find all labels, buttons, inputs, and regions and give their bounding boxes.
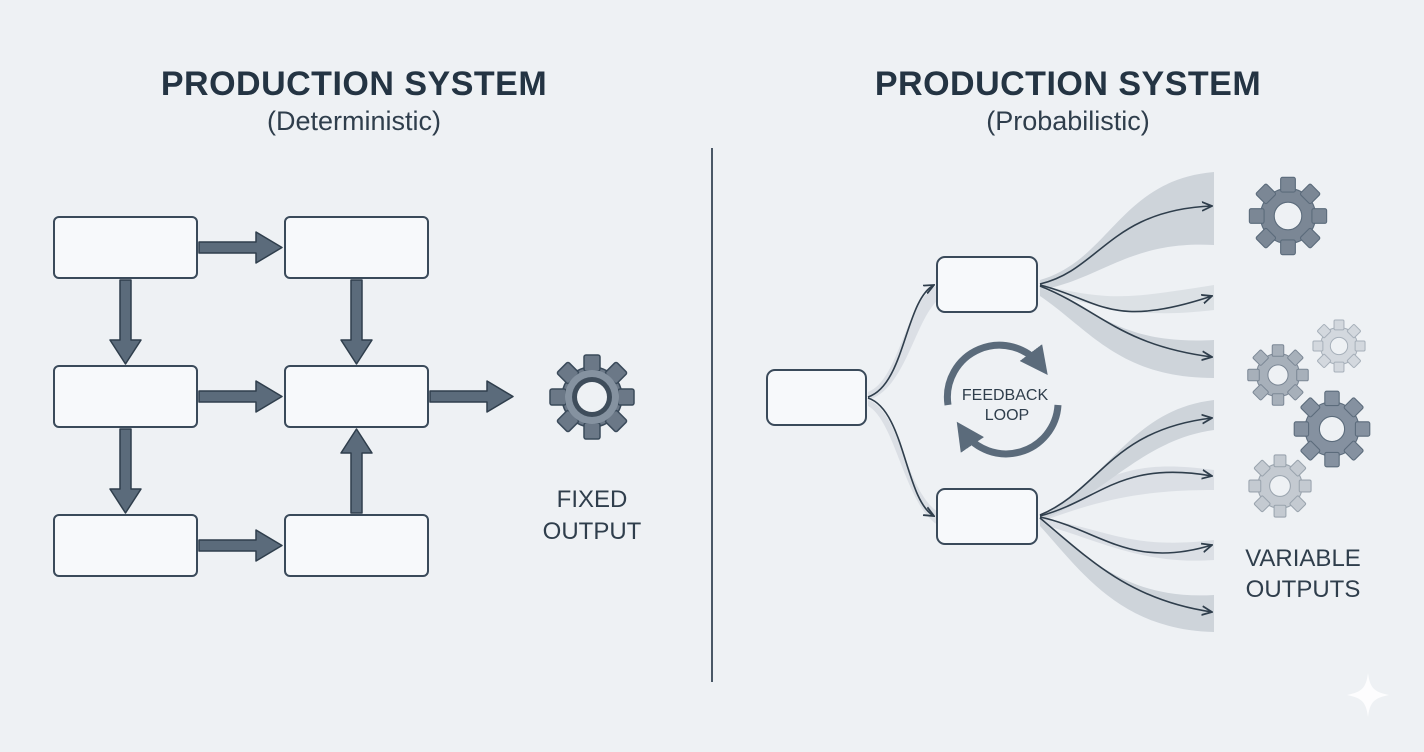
deterministic-flow (53, 216, 429, 577)
feedback-loop-label: LOOP (985, 407, 1029, 424)
arrow-up (340, 428, 373, 514)
sparkle-icon (1347, 673, 1389, 717)
left-subtitle: (Deterministic) (266, 106, 441, 136)
feedback-loop-icon (943, 341, 1062, 458)
gear-icon (1247, 344, 1309, 406)
variable-outputs-label: VARIABLE (1245, 545, 1361, 572)
right-heading: PRODUCTION SYSTEM (Probabilistic) (818, 64, 1318, 138)
gear-icon (549, 354, 635, 440)
fixed-output-label: OUTPUT (543, 518, 642, 545)
gear-icon (1248, 454, 1312, 518)
arrow-right (198, 380, 283, 413)
variable-outputs-label: OUTPUTS (1246, 576, 1361, 603)
right-title: PRODUCTION SYSTEM (874, 65, 1262, 103)
gear-icon (1293, 390, 1371, 468)
process-box (53, 216, 198, 279)
arrow-down (340, 279, 373, 365)
left-heading: PRODUCTION SYSTEM (Deterministic) (104, 64, 604, 138)
process-box (53, 365, 198, 428)
probabilistic-flow (766, 256, 1038, 545)
feedback-loop-label: FEEDBACK (962, 387, 1049, 404)
process-box (284, 365, 429, 428)
process-box (284, 514, 429, 577)
input-box (766, 369, 867, 426)
arrow-right (429, 380, 514, 413)
arrow-down (109, 279, 142, 365)
right-subtitle: (Probabilistic) (986, 106, 1150, 136)
arrow-down (109, 428, 142, 514)
gear-icon (1312, 319, 1366, 373)
flow-lines (867, 206, 1212, 612)
branch-box (936, 488, 1038, 545)
gear-icon (1248, 176, 1328, 256)
process-box (284, 216, 429, 279)
block-arrows (109, 231, 514, 562)
arrow-right (198, 231, 283, 264)
left-title: PRODUCTION SYSTEM (160, 65, 548, 103)
probability-bands (868, 172, 1214, 632)
process-box (53, 514, 198, 577)
fixed-output-label: FIXED (557, 486, 628, 513)
arrow-right (198, 529, 283, 562)
branch-box (936, 256, 1038, 313)
